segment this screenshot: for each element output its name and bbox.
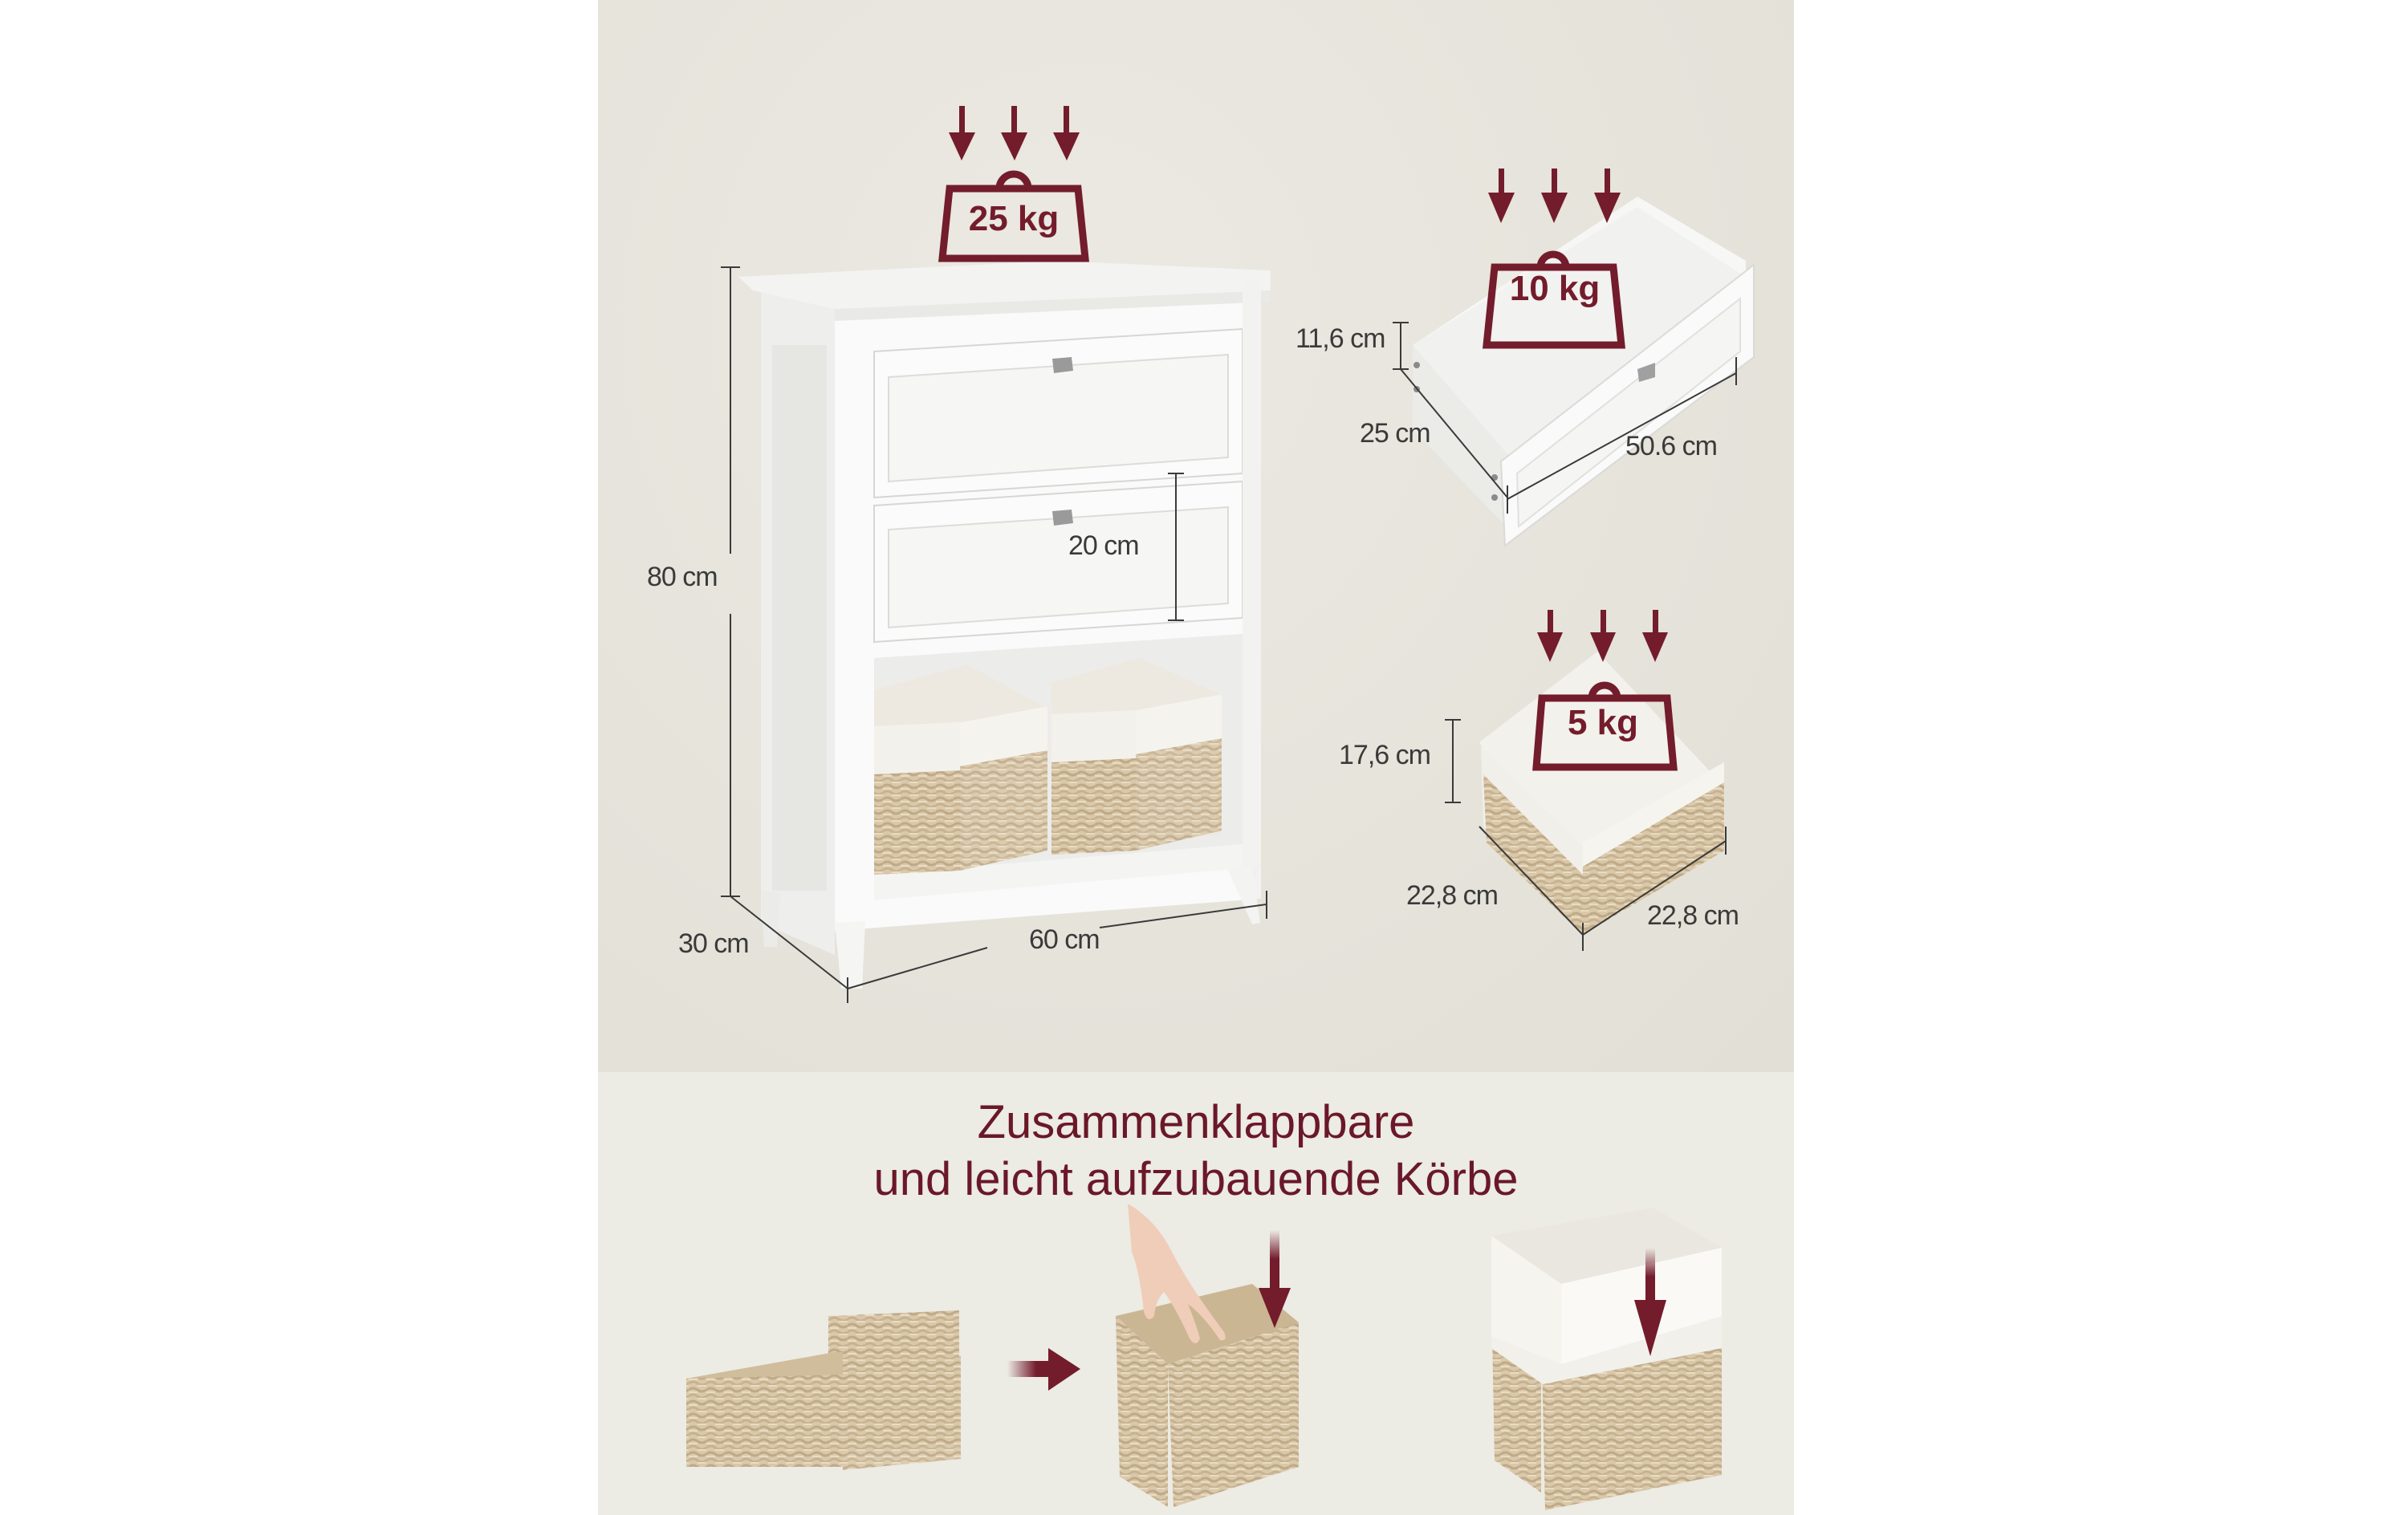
basket-depth-label: 22,8 cm xyxy=(1406,880,1499,911)
drawer-load-label: 10 kg xyxy=(1509,269,1601,308)
drawer-depth-label: 25 cm xyxy=(1360,418,1431,449)
drawer-width-label: 50.6 cm xyxy=(1625,431,1718,461)
drawer-height-label: 11,6 cm xyxy=(1296,323,1385,354)
assembly-title-line2: und leicht aufzubauende Körbe xyxy=(873,1153,1519,1205)
weight-icon-5kg xyxy=(1532,681,1678,771)
basket-dimension-lines xyxy=(1445,719,1727,951)
hand-illustration xyxy=(1128,1204,1226,1343)
weight-arrows-5kg xyxy=(1537,610,1668,662)
cabinet-load-label: 25 kg xyxy=(968,199,1060,238)
cabinet-depth-label: 30 cm xyxy=(678,928,750,959)
cabinet-width-label: 60 cm xyxy=(1029,924,1100,955)
weight-arrows-25kg xyxy=(949,106,1080,160)
cabinet-height-label: 80 cm xyxy=(647,562,718,592)
weight-arrows-10kg xyxy=(1488,169,1621,223)
step-arrow-down-1 xyxy=(1259,1230,1291,1328)
step-arrow-right xyxy=(1007,1348,1080,1391)
cabinet-dimension-lines xyxy=(721,266,1267,1003)
cabinet-baskets xyxy=(874,658,1222,875)
cabinet-illustration xyxy=(738,261,1271,989)
basket-width-label: 22,8 cm xyxy=(1647,900,1739,931)
folded-basket xyxy=(686,1310,961,1470)
basket-illustration xyxy=(1479,652,1724,935)
weight-icon-25kg xyxy=(938,170,1089,262)
basket-with-liner xyxy=(1491,1208,1722,1510)
basket-load-label: 5 kg xyxy=(1567,703,1639,742)
drawer-height-label-cabinet: 20 cm xyxy=(1068,530,1140,561)
drawer-dimension-lines xyxy=(1393,322,1737,514)
assembly-title-line1: Zusammenklappbare xyxy=(977,1096,1415,1148)
unfolded-basket xyxy=(1116,1284,1299,1507)
weight-icon-10kg xyxy=(1483,250,1625,349)
drawer-illustration xyxy=(1413,197,1755,547)
step-arrow-down-2 xyxy=(1634,1248,1666,1356)
basket-height-label: 17,6 cm xyxy=(1339,740,1431,770)
